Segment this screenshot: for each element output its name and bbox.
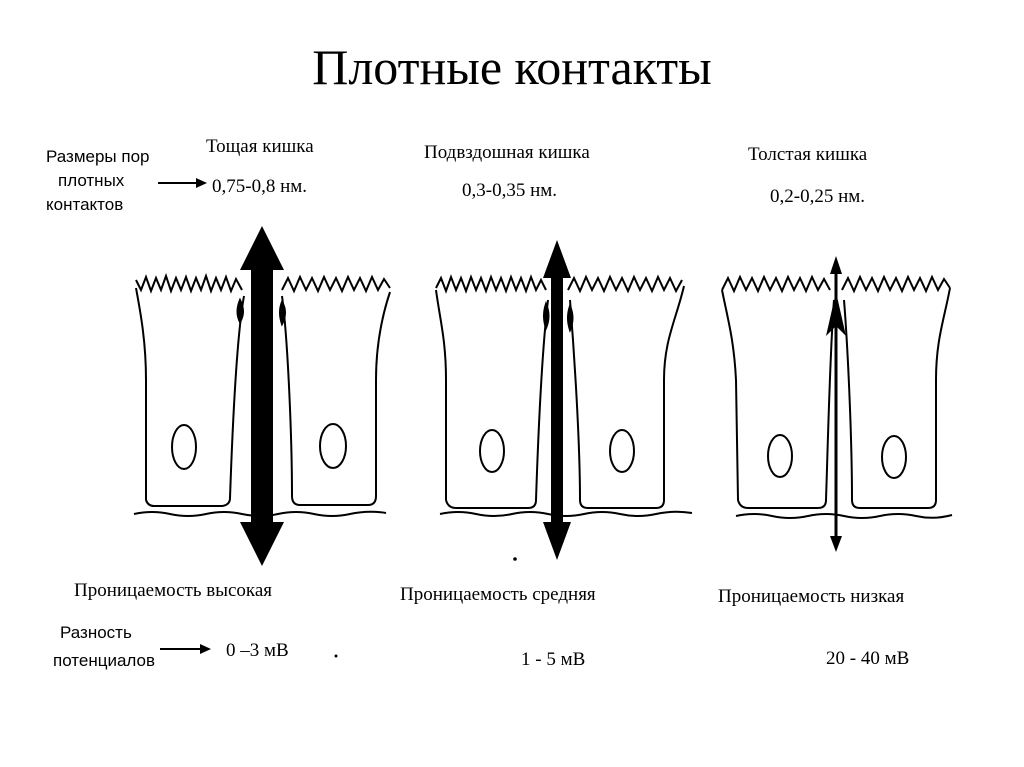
- potential-pointer-arrow: [160, 644, 211, 654]
- stray-dot-2: [335, 655, 338, 658]
- segment-2-cells: [436, 277, 692, 516]
- pores-pointer-arrow: [158, 178, 207, 188]
- stray-dot: [513, 557, 517, 561]
- permeability-arrow-medium: [543, 240, 571, 560]
